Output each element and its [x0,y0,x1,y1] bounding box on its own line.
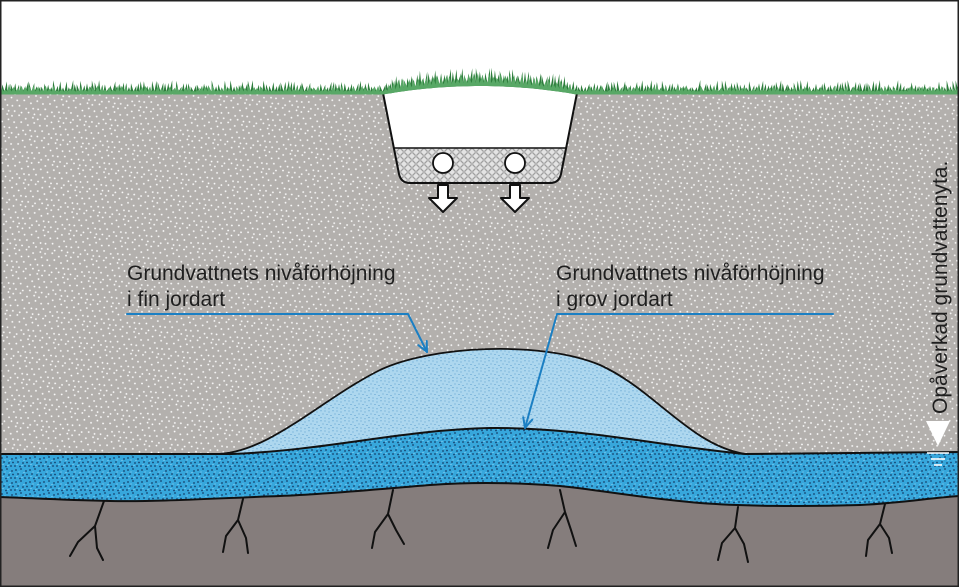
drain-pipe-left [432,152,454,174]
infiltration-trench [382,83,578,184]
pointer-fine-soil-arrowhead-icon [417,340,428,353]
drain-pipe-right [504,152,526,174]
label-fine-soil-line2: i fin jordart [127,288,225,311]
bedrock-crack [222,498,249,554]
pointer-fine-soil [126,313,428,353]
infiltration-arrow-left-icon [428,184,458,213]
label-coarse-soil-line1: Grundvattnets nivåförhöjning [556,262,825,285]
bedrock-crack [371,489,405,549]
unaffected-water-table-label: Opåverkad grundvattenyta. [929,161,952,414]
pointer-coarse-soil [522,313,834,429]
water-table-triangle-icon [926,421,950,446]
bedrock-crack [717,506,749,563]
grass [0,67,959,95]
label-fine-soil: Grundvattnets nivåförhöjning i fin jorda… [127,262,396,311]
grass-highlight [0,72,959,95]
label-coarse-soil-line2: i grov jordart [556,288,673,311]
bedrock-cracks [69,489,893,563]
water-table-icon [926,421,950,466]
pointer-fine-soil-line [126,313,428,353]
fine-soil-groundwater-mound [217,347,746,455]
trench-gravel [383,148,577,183]
infiltration-arrow-right-icon [500,184,530,213]
label-fine-soil-line1: Grundvattnets nivåförhöjning [127,262,396,285]
bedrock-crack [69,500,105,561]
bedrock-crack [547,489,577,549]
bedrock-crack [865,503,893,557]
label-coarse-soil: Grundvattnets nivåförhöjning i grov jord… [556,262,825,311]
pointer-coarse-soil-line [524,313,834,429]
pointer-coarse-soil-arrowhead-icon [522,416,534,429]
aquifer-layer [0,426,959,508]
